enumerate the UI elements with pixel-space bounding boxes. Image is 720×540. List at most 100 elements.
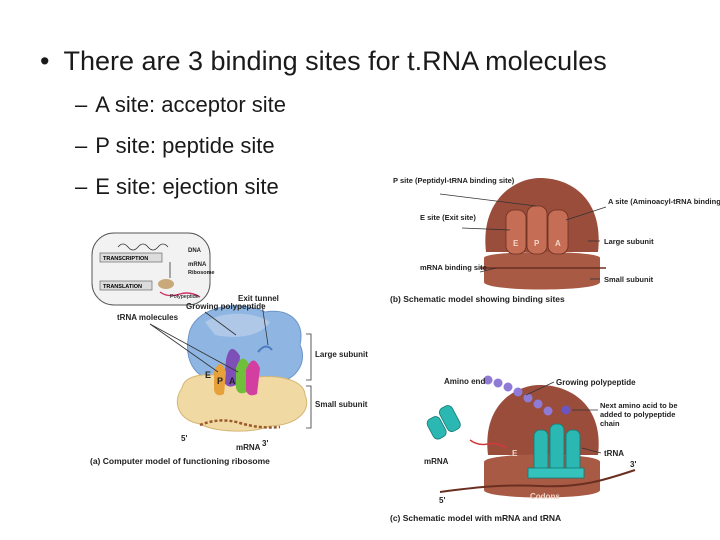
trna-leader-c bbox=[581, 447, 602, 454]
amino-acid-bead bbox=[523, 393, 533, 403]
dash-icon: – bbox=[75, 92, 88, 117]
trna-p-cylinder-c bbox=[533, 429, 549, 473]
small-subunit-label-b: Small subunit bbox=[604, 275, 654, 284]
small-subunit-label-a: Small subunit bbox=[315, 400, 368, 409]
mrna-strand-c bbox=[439, 469, 636, 493]
detached-trna-c bbox=[426, 405, 461, 440]
inset-ribosome-label: Ribosome bbox=[188, 270, 215, 276]
dash-icon: – bbox=[75, 133, 88, 158]
a-site-label-b: A bbox=[555, 239, 561, 248]
inset-translation-label: TRANSLATION bbox=[103, 284, 142, 290]
codon-anticodon-block bbox=[527, 467, 585, 479]
p-site-leader-b bbox=[439, 193, 537, 207]
sub-bullet-p-site: –P site: peptide site bbox=[75, 133, 275, 159]
caption-figure-b: (b) Schematic model showing binding site… bbox=[390, 294, 565, 304]
trna-a-model bbox=[246, 360, 260, 396]
inset-ribosome-shape bbox=[158, 279, 174, 289]
computer-model-ribosome: E P A bbox=[177, 305, 308, 432]
codons-label: Codons bbox=[530, 492, 560, 501]
e-site-leader-b bbox=[461, 227, 511, 231]
mrna-binding-leader bbox=[479, 267, 497, 273]
growing-polypeptide-leader bbox=[204, 311, 237, 336]
small-subunit-bracket-a bbox=[306, 385, 312, 429]
e-site-label-c: E bbox=[512, 449, 518, 458]
sub-bullet-e-site: –E site: ejection site bbox=[75, 174, 279, 200]
three-prime-label-c: 3' bbox=[630, 460, 636, 469]
sub-bullet-a-site: –A site: acceptor site bbox=[75, 92, 286, 118]
inset-polypeptide-label: Polypeptide bbox=[170, 294, 199, 300]
figure-a-computer-model: DNA TRANSCRIPTION mRNA Ribosome TRANSLAT… bbox=[90, 232, 368, 466]
a-site-leader-b bbox=[565, 206, 607, 221]
p-site-title-b: P site (Peptidyl-tRNA binding site) bbox=[393, 176, 515, 185]
bullet-dot-icon: • bbox=[40, 46, 50, 76]
figure-b-binding-sites: E P A P site (Peptidyl-tRNA binding site… bbox=[390, 176, 720, 304]
central-dogma-inset: DNA TRANSCRIPTION mRNA Ribosome TRANSLAT… bbox=[91, 232, 215, 306]
inset-mrna-label: mRNA bbox=[188, 262, 207, 268]
next-amino-acid-bead bbox=[561, 405, 571, 415]
trna-molecules-leader-1 bbox=[149, 323, 219, 373]
exit-tunnel-model bbox=[257, 345, 273, 353]
trna-molecules-label: tRNA molecules bbox=[117, 313, 179, 322]
mrna-strand-model bbox=[199, 419, 281, 429]
next-amino-acid-label: Next amino acid to be added to polypepti… bbox=[600, 401, 678, 428]
dash-icon: – bbox=[75, 174, 88, 199]
growing-polypeptide-label-a-text: Growing polypeptide bbox=[186, 302, 266, 311]
amino-end-label: Amino end bbox=[444, 377, 485, 386]
figure-c-mrna-trna: E Amino end Growing polypeptide Next ami… bbox=[390, 375, 678, 523]
inset-dna-label: DNA bbox=[188, 248, 202, 254]
large-subunit-highlight bbox=[205, 313, 270, 337]
growing-polypeptide-label-c: Growing polypeptide bbox=[556, 378, 636, 387]
three-prime-label-a: 3' bbox=[262, 439, 268, 448]
trna-incoming-cylinder-c bbox=[565, 429, 581, 473]
e-site-title-b: E site (Exit site) bbox=[420, 213, 476, 222]
mrna-label-a: mRNA bbox=[236, 443, 261, 452]
amino-acid-bead bbox=[503, 382, 513, 392]
e-site-label-a: E bbox=[205, 370, 211, 380]
trna-e-model bbox=[214, 364, 226, 396]
five-prime-label-c: 5' bbox=[439, 496, 445, 505]
large-subunit-label-b: Large subunit bbox=[604, 237, 654, 246]
caption-figure-c: (c) Schematic model with mRNA and tRNA bbox=[390, 513, 561, 523]
trna-label-c: tRNA bbox=[604, 449, 624, 458]
growing-polypeptide-label-a: Growing polypeptide bbox=[186, 302, 266, 311]
growing-polypeptide-leader-c bbox=[525, 381, 555, 396]
mrna-fragment-c bbox=[469, 439, 507, 449]
p-site-label-a: P bbox=[217, 376, 223, 386]
small-subunit-shape-b bbox=[484, 252, 600, 290]
large-subunit-label-a: Large subunit bbox=[315, 350, 368, 359]
mrna-label-c: mRNA bbox=[424, 457, 449, 466]
trna-a-cylinder-c bbox=[549, 423, 565, 473]
a-site-label-a: A bbox=[229, 376, 236, 386]
mrna-binding-site-label: mRNA binding site bbox=[420, 263, 487, 272]
exit-tunnel-leader bbox=[261, 303, 269, 346]
amino-acid-bead bbox=[533, 399, 543, 409]
transcription-box bbox=[99, 252, 163, 263]
amino-acid-bead bbox=[513, 387, 523, 397]
amino-acid-bead bbox=[493, 378, 503, 388]
a-site-slot bbox=[547, 209, 569, 255]
a-site-title-b: A site (Aminoacyl-tRNA binding site) bbox=[608, 197, 720, 206]
e-site-slot bbox=[505, 209, 527, 255]
inset-transcription-label: TRANSCRIPTION bbox=[103, 256, 148, 262]
next-amino-acid-label-box: Next amino acid to be added to polypepti… bbox=[600, 401, 678, 428]
amino-acid-bead bbox=[483, 375, 493, 385]
sub-bullet-text: A site: acceptor site bbox=[95, 92, 287, 117]
sub-bullet-text: P site: peptide site bbox=[95, 133, 275, 158]
trna-molecules-leader-2 bbox=[149, 323, 239, 373]
main-bullet-text: There are 3 binding sites for t.RNA mole… bbox=[63, 46, 607, 76]
amino-acid-bead bbox=[543, 406, 553, 416]
dna-helix-icon bbox=[117, 243, 169, 251]
p-site-slot bbox=[526, 205, 548, 255]
five-prime-label-a: 5' bbox=[181, 434, 187, 443]
exit-tunnel-label: Exit tunnel bbox=[238, 294, 279, 303]
main-bullet: • There are 3 binding sites for t.RNA mol… bbox=[40, 46, 607, 77]
translation-box bbox=[99, 280, 153, 291]
p-site-label-b: P bbox=[534, 239, 540, 248]
inset-polypeptide-chain bbox=[159, 291, 201, 298]
caption-figure-a: (a) Computer model of functioning riboso… bbox=[90, 456, 270, 466]
sub-bullet-text: E site: ejection site bbox=[95, 174, 279, 199]
e-site-label-b: E bbox=[513, 239, 519, 248]
large-subunit-bracket-a bbox=[306, 333, 312, 381]
